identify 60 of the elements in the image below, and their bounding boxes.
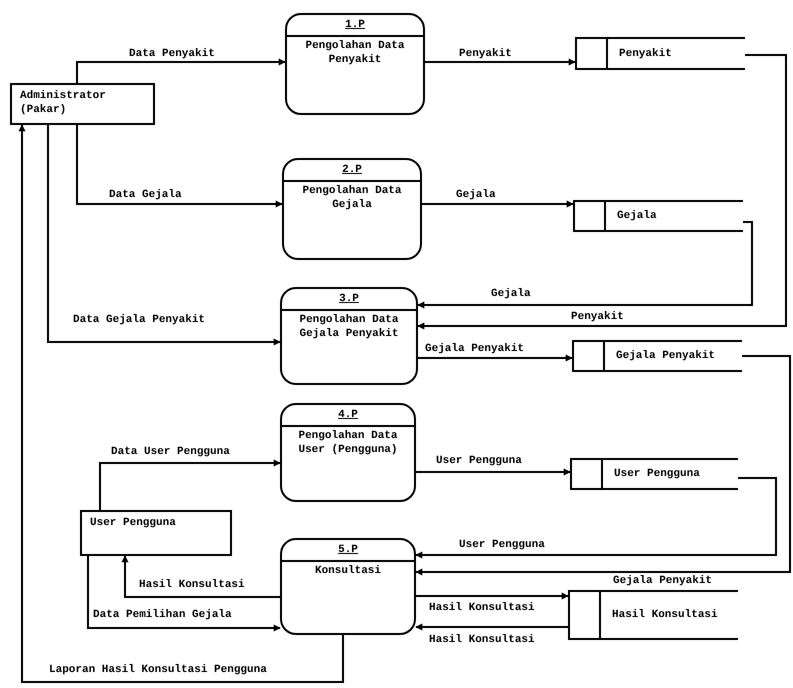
data-flow-arrow bbox=[415, 477, 777, 558]
edge-label: Data Penyakit bbox=[128, 48, 216, 61]
edge-label: User Pengguna bbox=[458, 539, 546, 552]
process-name: Konsultasi bbox=[314, 564, 382, 578]
data-flow-arrow bbox=[422, 200, 574, 208]
data-flow-arrow bbox=[18, 124, 344, 683]
data-flow-arrow bbox=[417, 221, 753, 308]
edge-label: Data Pemilihan Gejala bbox=[92, 609, 233, 622]
process-box bbox=[280, 403, 416, 502]
process-box bbox=[280, 287, 418, 385]
edge-label: User Pengguna bbox=[435, 455, 523, 468]
data-flow-arrow bbox=[418, 354, 573, 362]
process-number: 5.P bbox=[282, 540, 414, 562]
data-flow-arrow bbox=[99, 460, 281, 510]
data-store bbox=[568, 590, 738, 640]
entity-name: Administrator (Pakar) bbox=[20, 89, 107, 117]
entity-name: User Pengguna bbox=[90, 516, 177, 530]
edge-label: Gejala bbox=[490, 288, 532, 301]
process-box bbox=[285, 13, 425, 115]
process-box bbox=[282, 158, 422, 260]
data-flow-arrow bbox=[87, 556, 281, 632]
process-name: Pengolahan Data Gejala bbox=[301, 184, 403, 212]
store-name: Gejala bbox=[617, 208, 657, 224]
edge-label: Gejala Penyakit bbox=[424, 343, 526, 356]
edge-label: Laporan Hasil Konsultasi Pengguna bbox=[48, 664, 268, 677]
edge-label: Gejala bbox=[455, 189, 497, 202]
store-name: User Pengguna bbox=[614, 466, 700, 482]
data-flow-arrow bbox=[425, 58, 576, 66]
process-number: 1.P bbox=[287, 15, 423, 37]
store-name: Penyakit bbox=[619, 46, 672, 62]
external-entity bbox=[10, 83, 155, 125]
process-name: Pengolahan Data User (Pengguna) bbox=[297, 429, 399, 457]
edge-label: Penyakit bbox=[458, 48, 513, 61]
data-store bbox=[570, 458, 738, 490]
external-entity bbox=[80, 510, 232, 556]
process-number: 3.P bbox=[282, 289, 416, 311]
process-box bbox=[280, 538, 416, 635]
data-store bbox=[575, 37, 745, 70]
data-flow-arrow bbox=[417, 54, 787, 330]
data-flow-arrow bbox=[416, 592, 569, 600]
store-name: Hasil Konsultasi bbox=[612, 608, 718, 623]
data-flow-arrow bbox=[76, 58, 286, 83]
data-flow-arrow bbox=[122, 555, 280, 598]
process-name: Pengolahan Data Gejala Penyakit bbox=[298, 313, 400, 341]
process-name: Pengolahan Data Penyakit bbox=[304, 39, 406, 67]
edge-label: Gejala Penyakit bbox=[612, 575, 714, 588]
edge-label: Data User Pengguna bbox=[110, 446, 231, 459]
data-store bbox=[572, 340, 742, 372]
data-flow-arrow bbox=[416, 468, 571, 476]
data-flow-arrow bbox=[76, 125, 283, 208]
process-number: 4.P bbox=[282, 405, 414, 427]
process-number: 2.P bbox=[284, 160, 420, 182]
store-name: Gejala Penyakit bbox=[616, 348, 716, 364]
edge-label: Penyakit bbox=[570, 311, 625, 324]
data-store bbox=[573, 200, 743, 232]
data-flow-arrow bbox=[47, 125, 281, 346]
data-flow-arrow bbox=[415, 355, 791, 576]
edge-label: Data Gejala bbox=[108, 189, 183, 202]
data-flow-arrow bbox=[415, 624, 568, 630]
edge-label: Data Gejala Penyakit bbox=[72, 314, 206, 327]
